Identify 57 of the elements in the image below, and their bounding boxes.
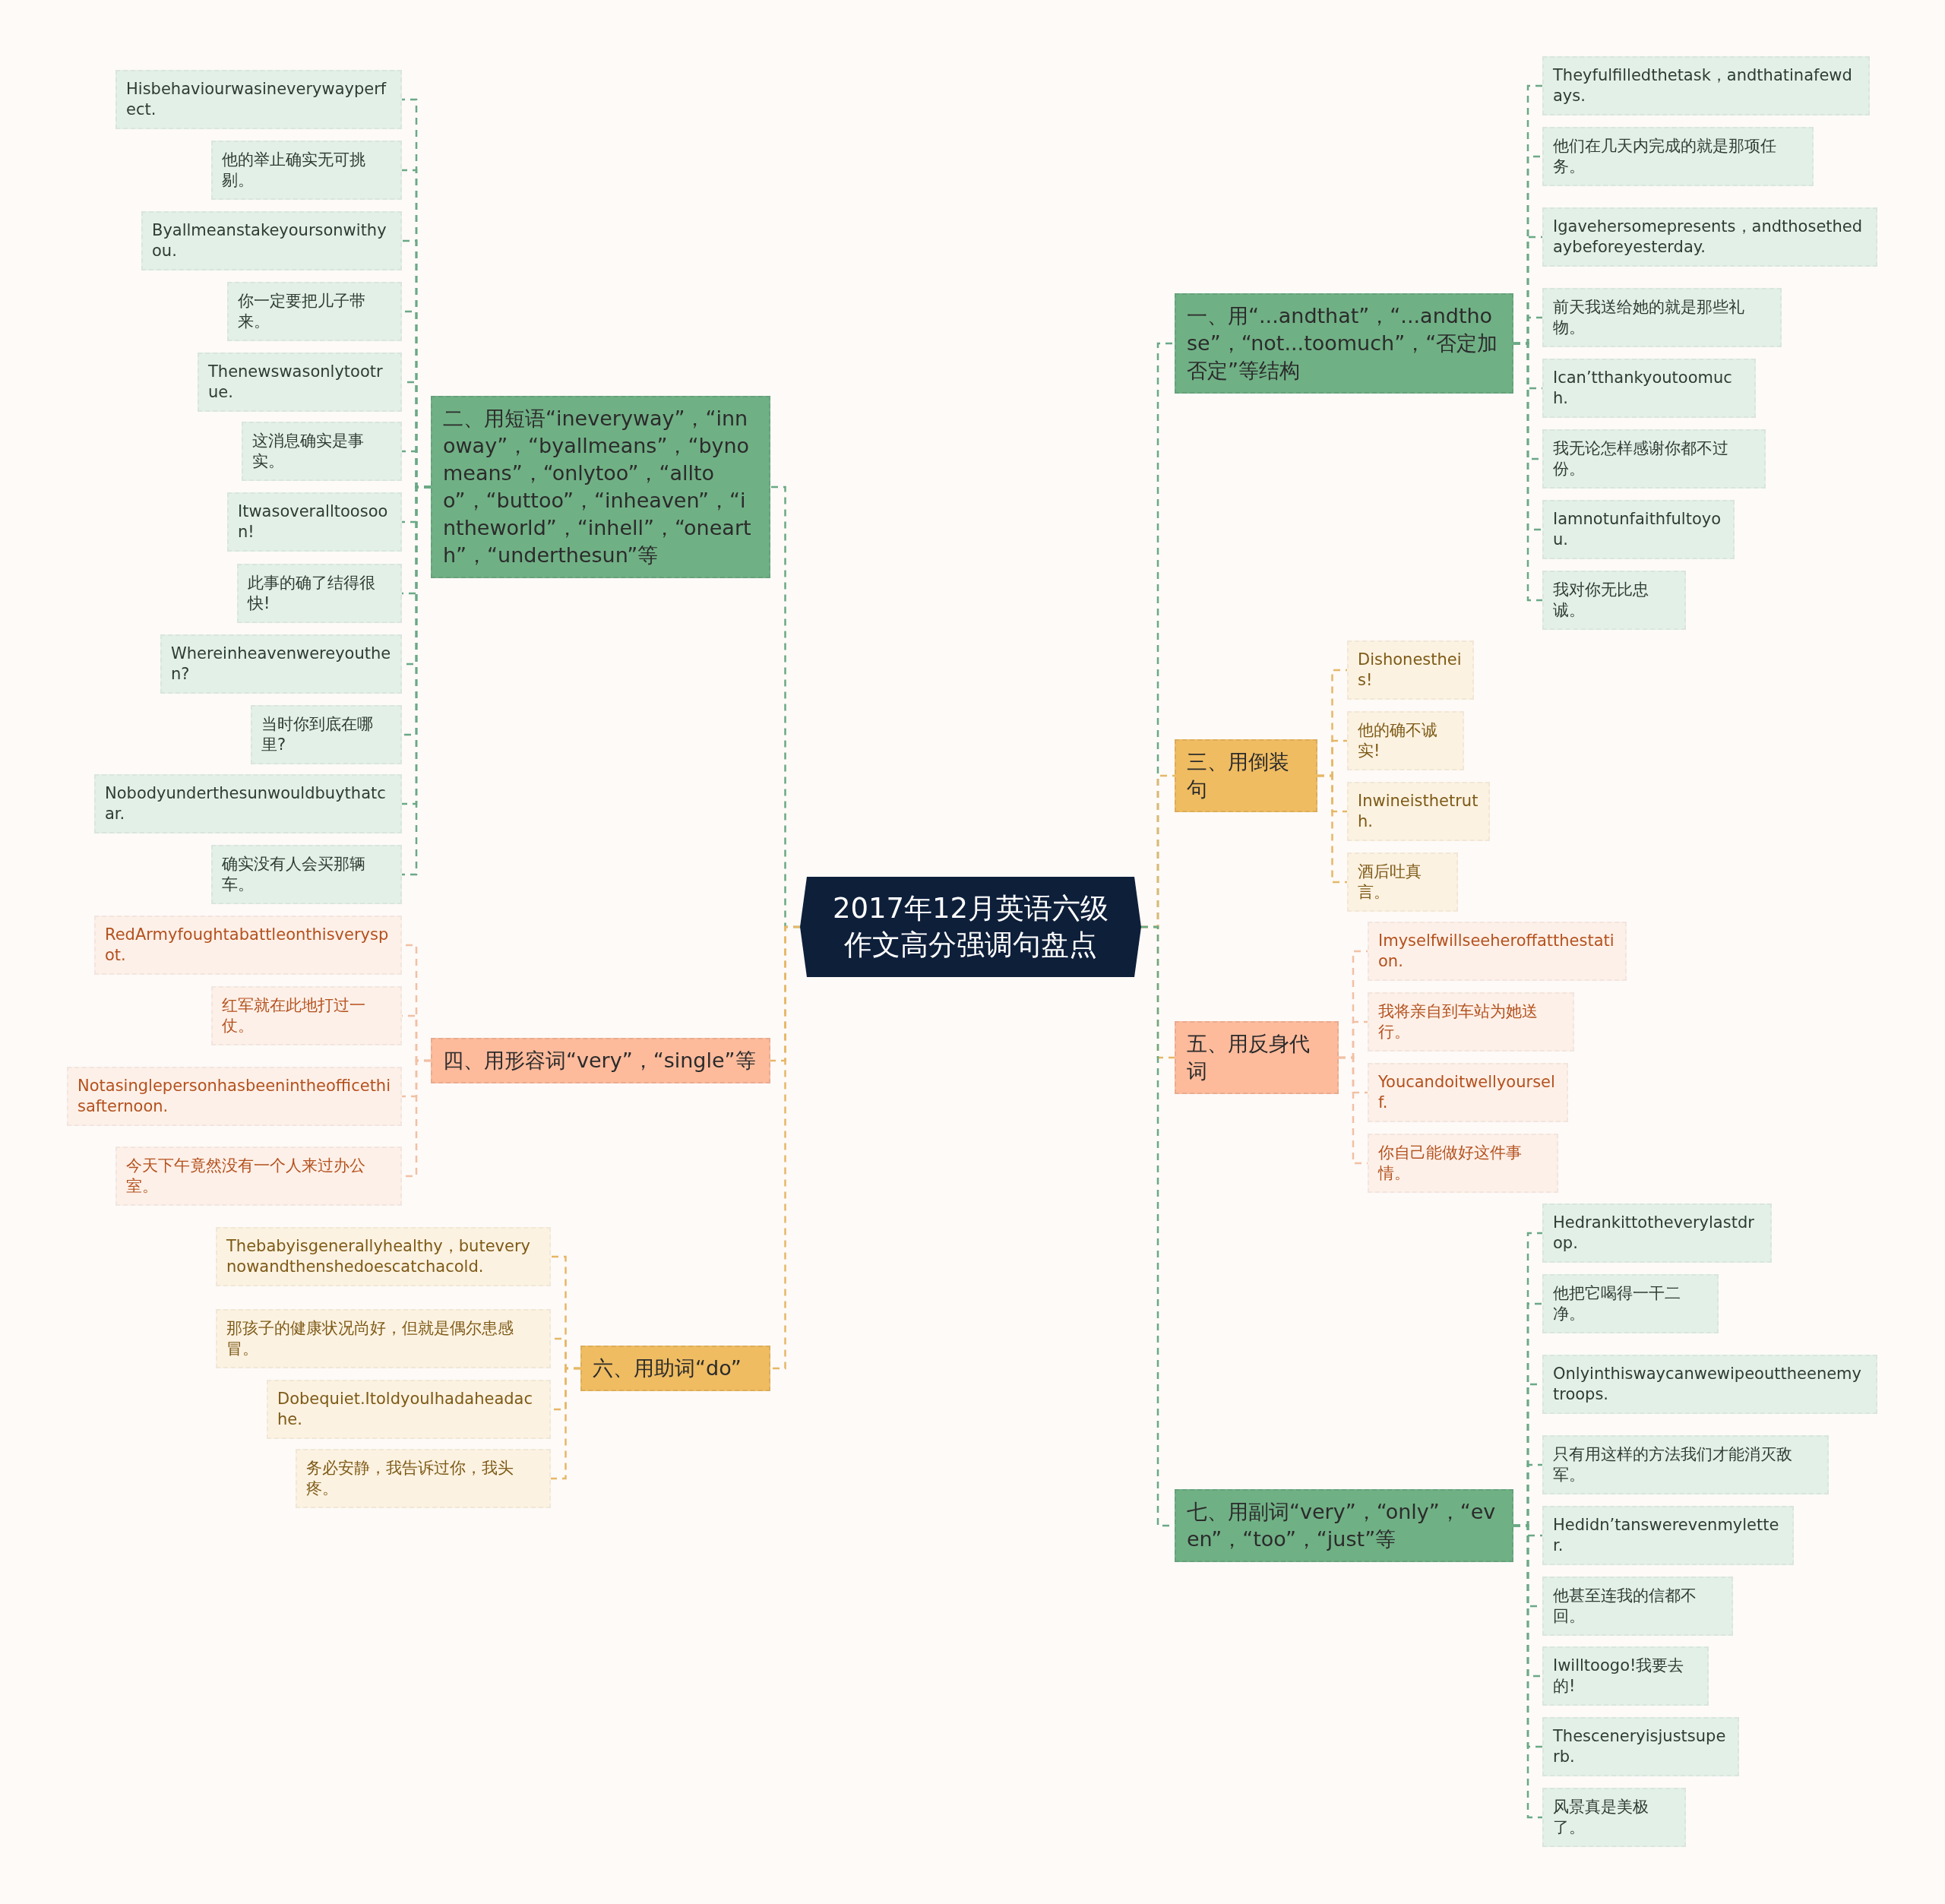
sentence-box: RedArmyfoughtabattleonthisveryspot. xyxy=(94,916,402,975)
branch-box: 五、用反身代词 xyxy=(1175,1021,1339,1094)
sentence-box: Onlyinthiswaycanwewipeouttheenemytroops. xyxy=(1542,1355,1877,1414)
sentence-box: 他把它喝得一干二净。 xyxy=(1542,1274,1719,1333)
sentence-box: Igavehersomepresents，andthosethedaybeforeyesterday. xyxy=(1542,207,1877,267)
sentence-box: 他们在几天内完成的就是那项任务。 xyxy=(1542,127,1814,186)
sentence-box: Thebabyisgenerallyhealthy，buteverynowandthenshedoescatchacold. xyxy=(216,1227,551,1286)
sentence-box: 酒后吐真言。 xyxy=(1347,852,1458,912)
sentence-box: 他的确不诚实! xyxy=(1347,711,1464,770)
sentence-box: Youcandoitwellyourself. xyxy=(1368,1063,1568,1122)
branch-box: 四、用形容词“very”，“single”等 xyxy=(431,1038,770,1083)
sentence-box: 我将亲自到车站为她送行。 xyxy=(1368,992,1574,1052)
branch-line xyxy=(1513,1524,1542,1819)
branch-line xyxy=(1317,774,1347,884)
sentence-box: 他的举止确实无可挑剔。 xyxy=(211,141,402,200)
sentence-box: Whereinheavenwereyouthen? xyxy=(160,634,402,694)
sentence-box: 今天下午竟然没有一个人来过办公室。 xyxy=(115,1147,402,1206)
sentence-box: 务必安静，我告诉过你，我头疼。 xyxy=(296,1449,551,1508)
sentence-box: Thenewswasonlytootrue. xyxy=(198,353,402,412)
sentence-box: Imyselfwillseeheroffatthestation. xyxy=(1368,922,1627,981)
sentence-box: 那孩子的健康状况尚好，但就是偶尔患感冒。 xyxy=(216,1309,551,1368)
sentence-box: 此事的确了结得很快! xyxy=(237,564,402,623)
sentence-box: 我对你无比忠诚。 xyxy=(1542,571,1686,630)
branch-line xyxy=(551,1367,580,1480)
sentence-box: 他甚至连我的信都不回。 xyxy=(1542,1577,1733,1636)
sentence-box: Hedrankittotheverylastdrop. xyxy=(1542,1203,1772,1263)
sentence-box: 风景真是美极了。 xyxy=(1542,1788,1686,1847)
sentence-box: Hedidn’tanswerevenmyletter. xyxy=(1542,1506,1794,1565)
sentence-box: Thesceneryisjustsuperb. xyxy=(1542,1717,1739,1776)
sentence-box: 前天我送给她的就是那些礼物。 xyxy=(1542,288,1782,347)
sentence-box: Hisbehaviourwasineverywayperfect. xyxy=(115,70,402,129)
sentence-box: Theyfulfilledthetask，andthatinafewdays. xyxy=(1542,56,1870,115)
sentence-box: Itwasoveralltoosoon! xyxy=(227,492,402,552)
branch-box: 二、用短语“ineveryway”，“innoway”，“byallmeans”，“bynomeans”，“onlytoo”，“alltoo”，“buttoo”，“inheaven”，“intheworld”，“inhell”，“onearth”，“underthesun”等 xyxy=(431,396,770,578)
sentence-box: 你自己能做好这件事情。 xyxy=(1368,1134,1558,1193)
sentence-box: 当时你到底在哪里? xyxy=(251,705,402,764)
sentence-box: Byallmeanstakeyoursonwithyou. xyxy=(141,211,402,270)
sentence-box: 你一定要把儿子带来。 xyxy=(227,282,402,341)
branch-box: 三、用倒装句 xyxy=(1175,739,1317,812)
sentence-box: Dishonestheis! xyxy=(1347,640,1474,700)
branch-line xyxy=(770,925,800,1370)
sentence-box: 确实没有人会买那辆车。 xyxy=(211,845,402,904)
sentence-box: Nobodyunderthesunwouldbuythatcar. xyxy=(94,774,402,833)
branch-box: 一、用“...andthat”，“...andthose”，“not...toomuch”，“否定加否定”等结构 xyxy=(1175,293,1513,394)
branch-box: 六、用助词“do” xyxy=(580,1346,770,1391)
sentence-box: Ican’tthankyoutoomuch. xyxy=(1542,359,1756,418)
branch-line xyxy=(1513,342,1542,602)
sentence-box: Dobequiet.ItoldyouIhadaheadache. xyxy=(267,1380,551,1439)
sentence-box: 只有用这样的方法我们才能消灭敌军。 xyxy=(1542,1435,1829,1494)
sentence-box: Iamnotunfaithfultoyou. xyxy=(1542,500,1735,559)
sentence-box: 红军就在此地打过一仗。 xyxy=(211,986,402,1045)
branch-box: 七、用副词“very”，“only”，“even”，“too”，“just”等 xyxy=(1175,1489,1513,1562)
sentence-box: Notasinglepersonhasbeenintheofficethisafternoon. xyxy=(67,1067,402,1126)
sentence-box: Inwineisthetruth. xyxy=(1347,782,1490,841)
sentence-box: 我无论怎样感谢你都不过份。 xyxy=(1542,429,1766,489)
sentence-box: Iwilltoogo!我要去的! xyxy=(1542,1646,1709,1706)
sentence-box: 这消息确实是事实。 xyxy=(242,422,402,481)
